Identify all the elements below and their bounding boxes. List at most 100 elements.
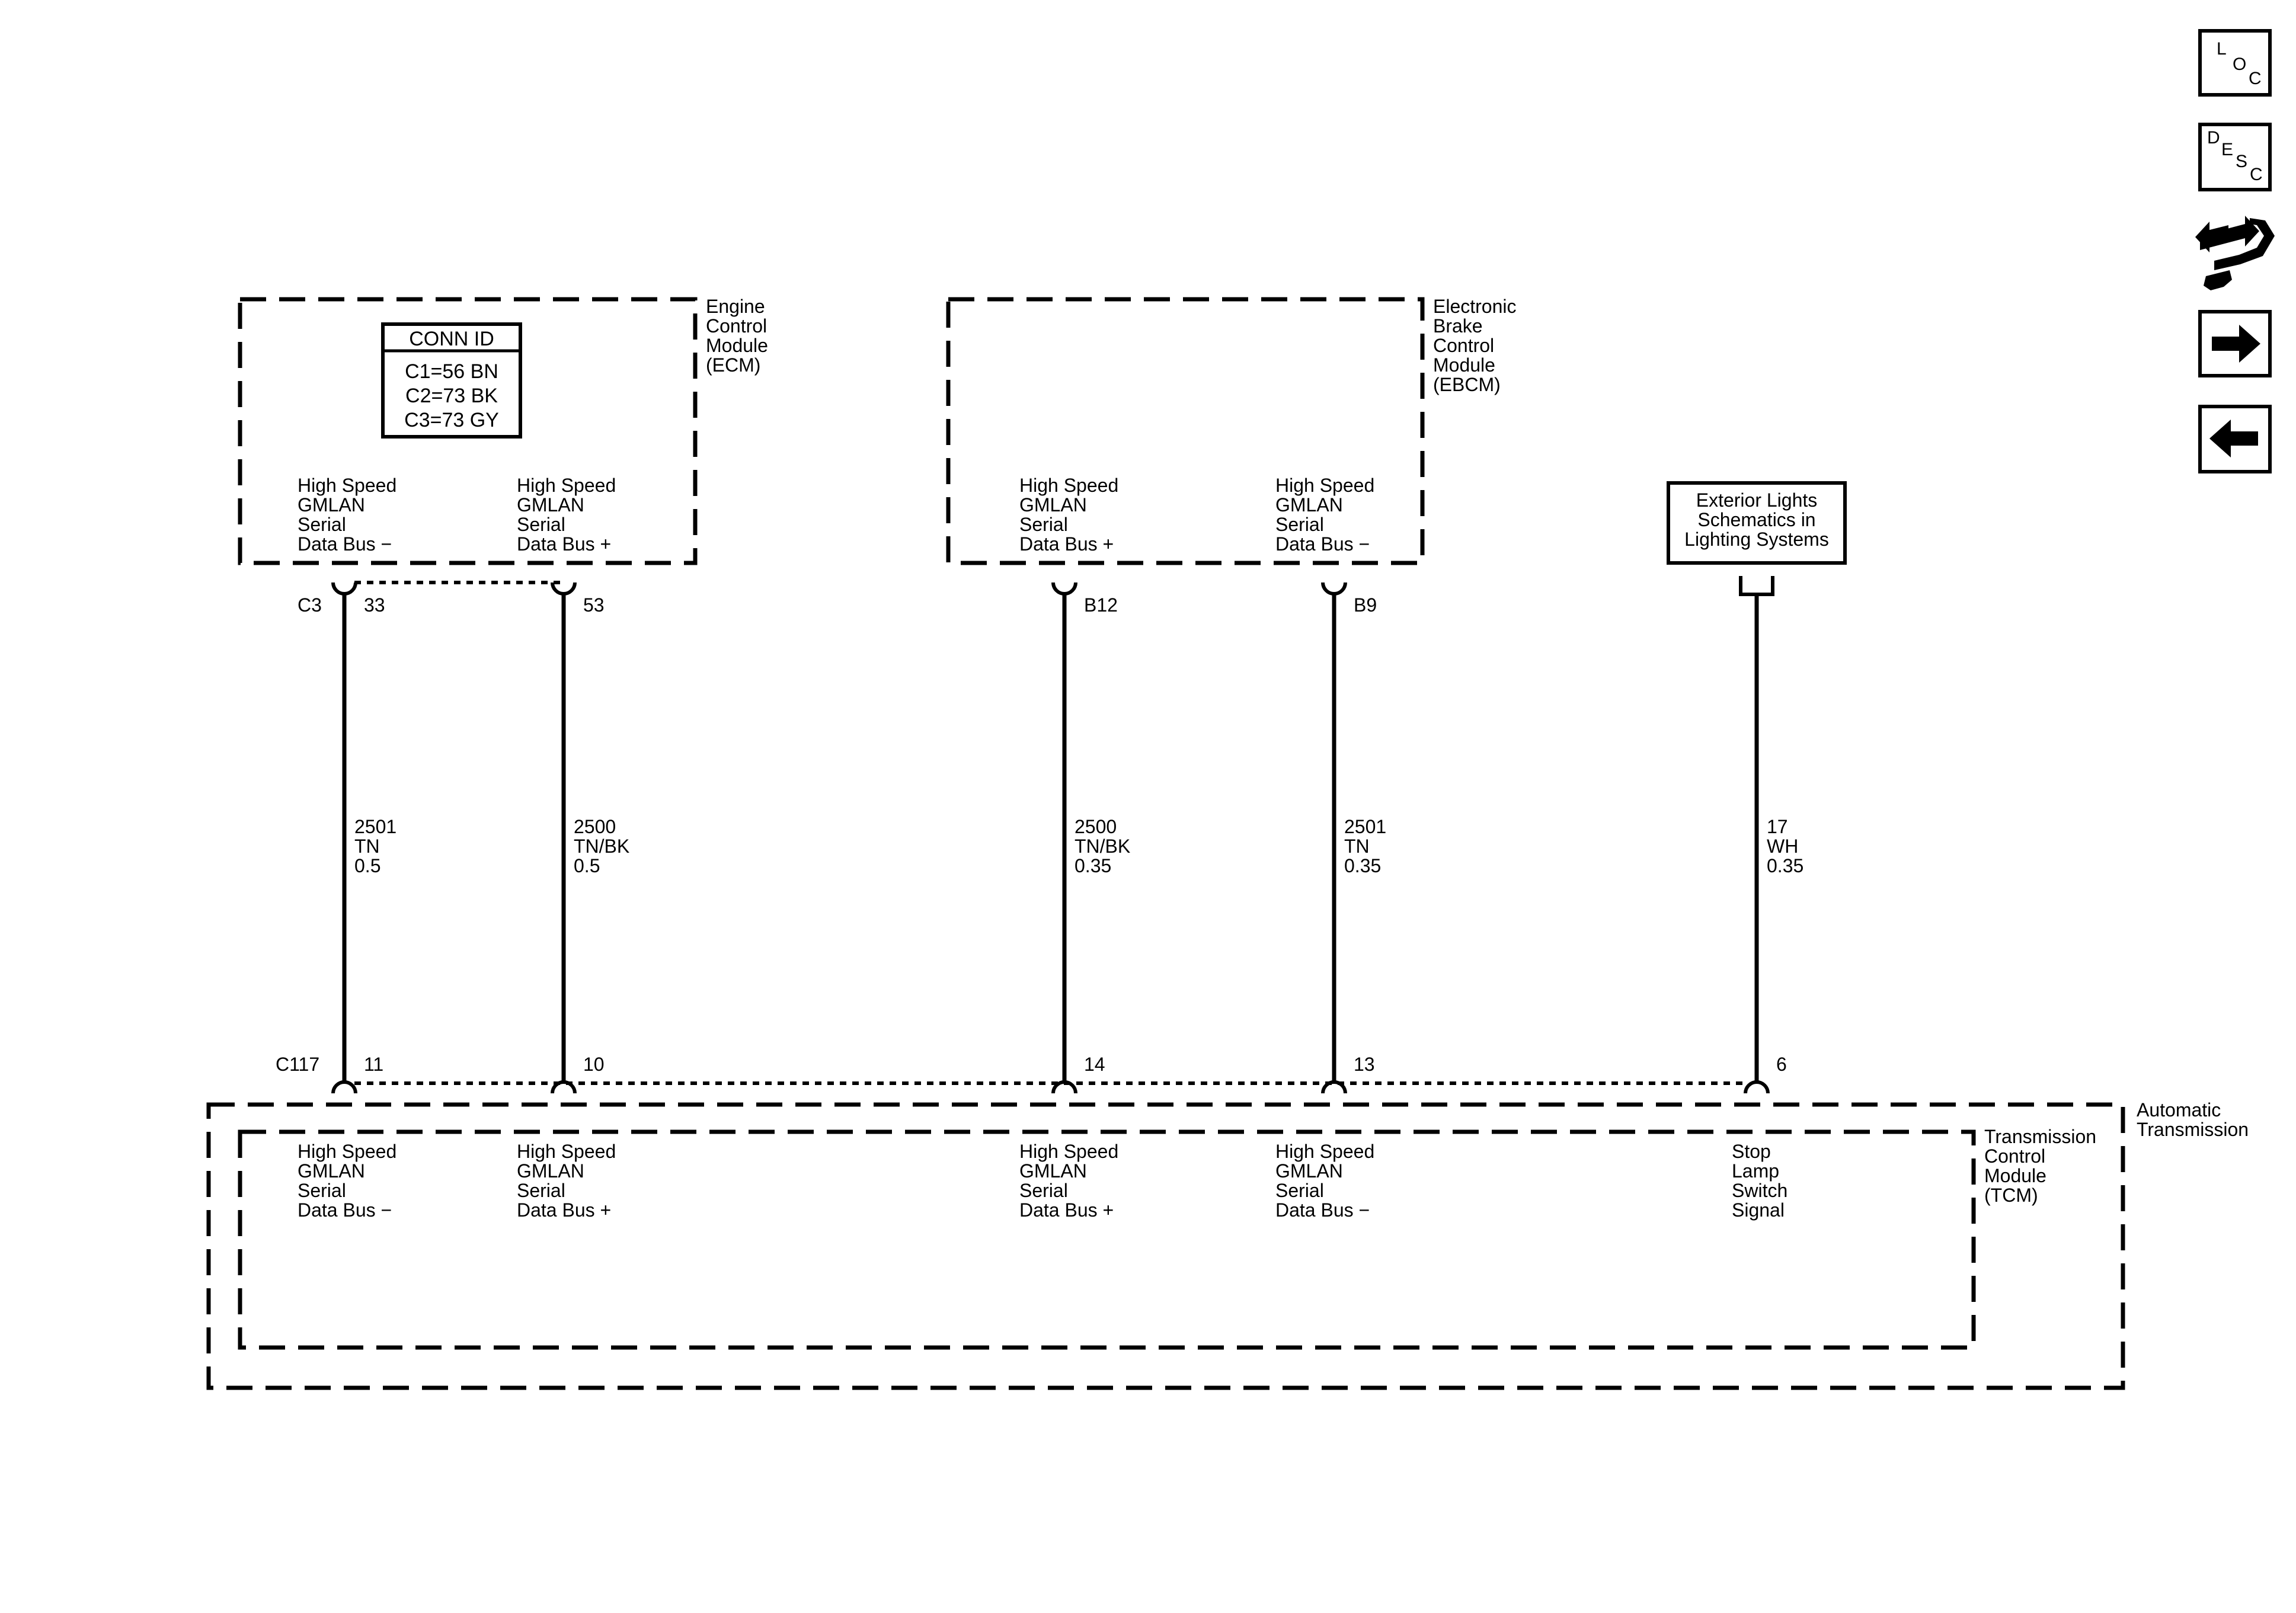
svg-text:Serial: Serial xyxy=(517,514,565,535)
svg-text:C: C xyxy=(2249,69,2262,88)
svg-text:2501: 2501 xyxy=(1344,816,1386,837)
tcm-pin-label: High Speed GMLAN Serial Data Bus + xyxy=(1019,1141,1118,1221)
conn-id-table: CONN ID C1=56 BN C2=73 BK C3=73 GY xyxy=(381,322,522,439)
conn-id-row: C3=73 GY xyxy=(404,409,499,431)
svg-text:Data Bus +: Data Bus + xyxy=(517,1199,611,1221)
svg-text:Transmission: Transmission xyxy=(2137,1119,2249,1140)
tcm-pin-label: High Speed GMLAN Serial Data Bus − xyxy=(298,1141,396,1221)
svg-text:E: E xyxy=(2221,140,2233,159)
svg-text:Serial: Serial xyxy=(298,1180,346,1201)
svg-text:Data Bus −: Data Bus − xyxy=(298,1199,392,1221)
svg-text:(EBCM): (EBCM) xyxy=(1433,374,1501,395)
svg-text:Brake: Brake xyxy=(1433,315,1483,337)
connector-end-view-button[interactable] xyxy=(2195,216,2275,290)
svg-text:Serial: Serial xyxy=(298,514,346,535)
svg-text:High Speed: High Speed xyxy=(1275,475,1374,496)
tcm-name: Transmission Control Module (TCM) xyxy=(1984,1126,2096,1206)
svg-text:GMLAN: GMLAN xyxy=(1275,1160,1343,1182)
svg-text:Automatic: Automatic xyxy=(2137,1099,2221,1121)
svg-text:GMLAN: GMLAN xyxy=(1019,1160,1087,1182)
svg-text:Control: Control xyxy=(706,315,767,337)
svg-text:TN: TN xyxy=(354,836,380,857)
loc-button[interactable]: L O C xyxy=(2198,29,2272,97)
svg-text:S: S xyxy=(2236,152,2247,171)
svg-text:0.35: 0.35 xyxy=(1767,855,1803,876)
svg-text:High Speed: High Speed xyxy=(517,475,616,496)
next-arrow-icon xyxy=(2212,325,2260,363)
svg-text:Engine: Engine xyxy=(706,296,765,317)
ecm-connector-label: C3 xyxy=(298,594,322,616)
svg-text:High Speed: High Speed xyxy=(298,1141,396,1162)
wire-label: 17 WH 0.35 xyxy=(1767,816,1803,876)
svg-text:Switch: Switch xyxy=(1732,1180,1787,1201)
svg-text:High Speed: High Speed xyxy=(1275,1141,1374,1162)
wire-label: 2501 TN 0.5 xyxy=(354,816,396,876)
next-button[interactable] xyxy=(2198,310,2272,377)
exterior-lights-reference[interactable]: Exterior Lights Schematics in Lighting S… xyxy=(1667,481,1847,596)
ecm-name: Engine Control Module (ECM) xyxy=(706,296,768,376)
svg-text:GMLAN: GMLAN xyxy=(517,494,584,516)
previous-button[interactable] xyxy=(2198,405,2272,473)
tcm-pin-6-terminal xyxy=(1744,1080,1770,1094)
svg-text:Control: Control xyxy=(1433,335,1494,356)
ecm-pin-33-terminal xyxy=(331,582,357,596)
wire-label: 2501 TN 0.35 xyxy=(1344,816,1386,876)
svg-text:2500: 2500 xyxy=(1075,816,1117,837)
svg-text:Serial: Serial xyxy=(1275,1180,1324,1201)
svg-text:TN/BK: TN/BK xyxy=(1075,836,1130,857)
ebcm-pin-label-data-bus-minus: High Speed GMLAN Serial Data Bus − xyxy=(1275,475,1374,555)
svg-text:2500: 2500 xyxy=(574,816,616,837)
ebcm-pin-number: B12 xyxy=(1084,594,1118,616)
automatic-transmission-module: Automatic Transmission xyxy=(206,1099,2249,1390)
svg-text:High Speed: High Speed xyxy=(1019,475,1118,496)
loc-icon: L O C xyxy=(2217,39,2262,88)
desc-button[interactable]: D E S C xyxy=(2198,123,2272,191)
conn-id-row: C2=73 BK xyxy=(405,385,498,407)
conn-id-row: C1=56 BN xyxy=(405,360,498,383)
tcm-pin-10-terminal xyxy=(551,1080,577,1094)
svg-text:Control: Control xyxy=(1984,1145,2045,1167)
svg-text:High Speed: High Speed xyxy=(1019,1141,1118,1162)
svg-text:WH: WH xyxy=(1767,836,1798,857)
svg-text:High Speed: High Speed xyxy=(517,1141,616,1162)
tcm-pin-11-terminal xyxy=(331,1080,357,1094)
svg-text:0.35: 0.35 xyxy=(1075,855,1111,876)
svg-text:Signal: Signal xyxy=(1732,1199,1785,1221)
svg-text:Data Bus +: Data Bus + xyxy=(517,533,611,555)
ebcm-module: Electronic Brake Control Module (EBCM) H… xyxy=(946,296,1517,565)
svg-text:Serial: Serial xyxy=(1019,514,1068,535)
svg-text:GMLAN: GMLAN xyxy=(298,1160,365,1182)
conn-id-title: CONN ID xyxy=(409,328,494,350)
svg-text:Lighting Systems: Lighting Systems xyxy=(1684,529,1829,550)
svg-text:Lamp: Lamp xyxy=(1732,1160,1779,1182)
svg-text:O: O xyxy=(2233,55,2246,74)
ecm-pin-label-data-bus-minus: High Speed GMLAN Serial Data Bus − xyxy=(298,475,396,555)
svg-text:GMLAN: GMLAN xyxy=(1275,494,1343,516)
svg-text:Electronic: Electronic xyxy=(1433,296,1517,317)
svg-text:2501: 2501 xyxy=(354,816,396,837)
tcm-pin-number: 14 xyxy=(1084,1054,1105,1075)
tcm-connector-label: C117 xyxy=(276,1054,319,1075)
ecm-module: Engine Control Module (ECM) CONN ID C1=5… xyxy=(238,296,768,565)
svg-text:Serial: Serial xyxy=(517,1180,565,1201)
svg-text:Exterior Lights: Exterior Lights xyxy=(1696,489,1818,511)
ebcm-name: Electronic Brake Control Module (EBCM) xyxy=(1433,296,1517,395)
svg-text:D: D xyxy=(2207,128,2220,148)
svg-text:TN: TN xyxy=(1344,836,1370,857)
tcm-pin-number: 6 xyxy=(1776,1054,1787,1075)
tcm-pin-13-terminal xyxy=(1321,1080,1347,1094)
svg-text:Stop: Stop xyxy=(1732,1141,1771,1162)
ebcm-pin-label-data-bus-plus: High Speed GMLAN Serial Data Bus + xyxy=(1019,475,1118,555)
ecm-pin-label-data-bus-plus: High Speed GMLAN Serial Data Bus + xyxy=(517,475,616,555)
svg-text:Data Bus −: Data Bus − xyxy=(1275,533,1370,555)
tcm-pin-number: 13 xyxy=(1354,1054,1375,1075)
svg-text:(TCM): (TCM) xyxy=(1984,1185,2038,1206)
svg-text:TN/BK: TN/BK xyxy=(574,836,629,857)
svg-text:Module: Module xyxy=(1433,354,1495,376)
svg-text:Module: Module xyxy=(1984,1165,2046,1186)
ebcm-pin-b12-terminal xyxy=(1051,582,1077,596)
tcm-pin-label: High Speed GMLAN Serial Data Bus − xyxy=(1275,1141,1374,1221)
ebcm-pin-number: B9 xyxy=(1354,594,1377,616)
svg-text:Transmission: Transmission xyxy=(1984,1126,2096,1147)
desc-icon: D E S C xyxy=(2207,128,2263,184)
